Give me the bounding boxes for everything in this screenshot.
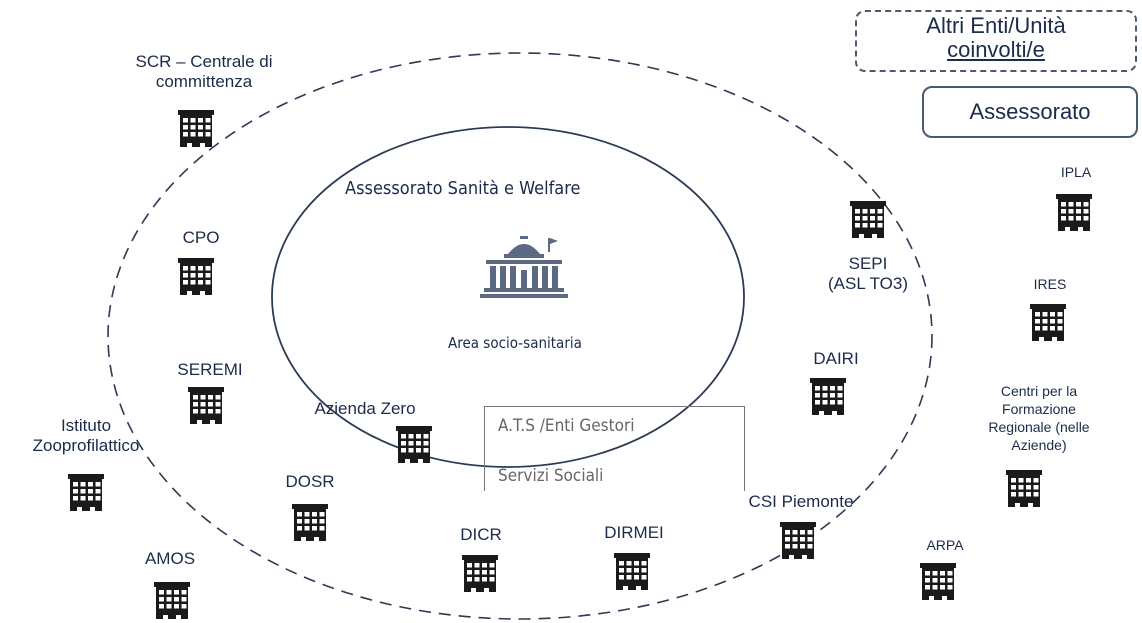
legend-department-label: Assessorato [969,99,1091,124]
amos-office-building-icon [154,582,190,619]
label-centri: Centri per la Formazione Regionale (nell… [964,382,1114,454]
inner-solid-ellipse [271,126,745,468]
label-dairi: DAIRI [813,349,859,368]
outer-dashed-ellipse [107,52,933,620]
label-scr-line2: committenza [155,72,253,91]
ipla-office-building-icon [1056,194,1092,231]
label-istituto: Istituto Zooprofilattico [6,416,166,456]
label-scr: SCR – Centrale di committenza [104,52,304,92]
label-dosr: DOSR [285,472,335,491]
legend-other-entities: Altri Enti/Unità coinvolti/e [855,10,1137,72]
arpa-office-building-icon [920,563,956,600]
center-title: Assessorato Sanità e Welfare [345,178,581,199]
label-amos: AMOS [144,549,196,568]
legend-department: Assessorato [922,86,1138,138]
label-centri-line1: Centri per la [1000,383,1078,399]
label-cpo: CPO [182,228,220,247]
dicr-office-building-icon [462,555,498,592]
label-dirmei: DIRMEI [604,523,664,542]
label-azienda-zero: Azienda Zero [314,399,416,418]
dirmei-office-building-icon [614,553,650,590]
legend-other-entities-line1: Altri Enti/Unità [926,13,1066,38]
label-seremi: SEREMI [177,360,243,379]
istituto-office-building-icon [68,474,104,511]
dairi-office-building-icon [810,378,846,415]
label-ipla: IPLA [1060,164,1092,180]
ires-office-building-icon [1030,304,1066,341]
ats-line1: A.T.S /Enti Gestori [498,416,635,436]
legend-other-entities-line2: coinvolti/e [947,37,1045,62]
label-arpa: ARPA [926,537,964,553]
cpo-office-building-icon [178,258,214,295]
label-sepi: SEPI (ASL TO3) [808,254,928,294]
label-sepi-line2: (ASL TO3) [828,274,908,293]
scr-office-building-icon [178,110,214,147]
csi-office-building-icon [780,522,816,559]
label-scr-line1: SCR – Centrale di [135,52,273,71]
sepi-office-building-icon [850,201,886,238]
ats-box [484,406,745,491]
label-centri-line3: Regionale (nelle [988,419,1090,435]
ats-line2: Servizi Sociali [498,466,604,486]
centri-office-building-icon [1006,470,1042,507]
label-istituto-line2: Zooprofilattico [32,436,140,455]
azienda-zero-office-building-icon [396,426,432,463]
seremi-office-building-icon [188,387,224,424]
label-centri-line4: Aziende) [1011,437,1067,453]
dosr-office-building-icon [292,504,328,541]
label-sepi-line1: SEPI [848,254,888,273]
label-centri-line2: Formazione [1002,401,1076,417]
label-istituto-line1: Istituto [60,416,112,435]
label-dicr: DICR [460,525,502,544]
label-ires: IRES [1033,276,1067,292]
government-building-icon [480,236,568,298]
center-subtitle: Area socio-sanitaria [448,334,582,352]
label-csi: CSI Piemonte [748,492,854,511]
